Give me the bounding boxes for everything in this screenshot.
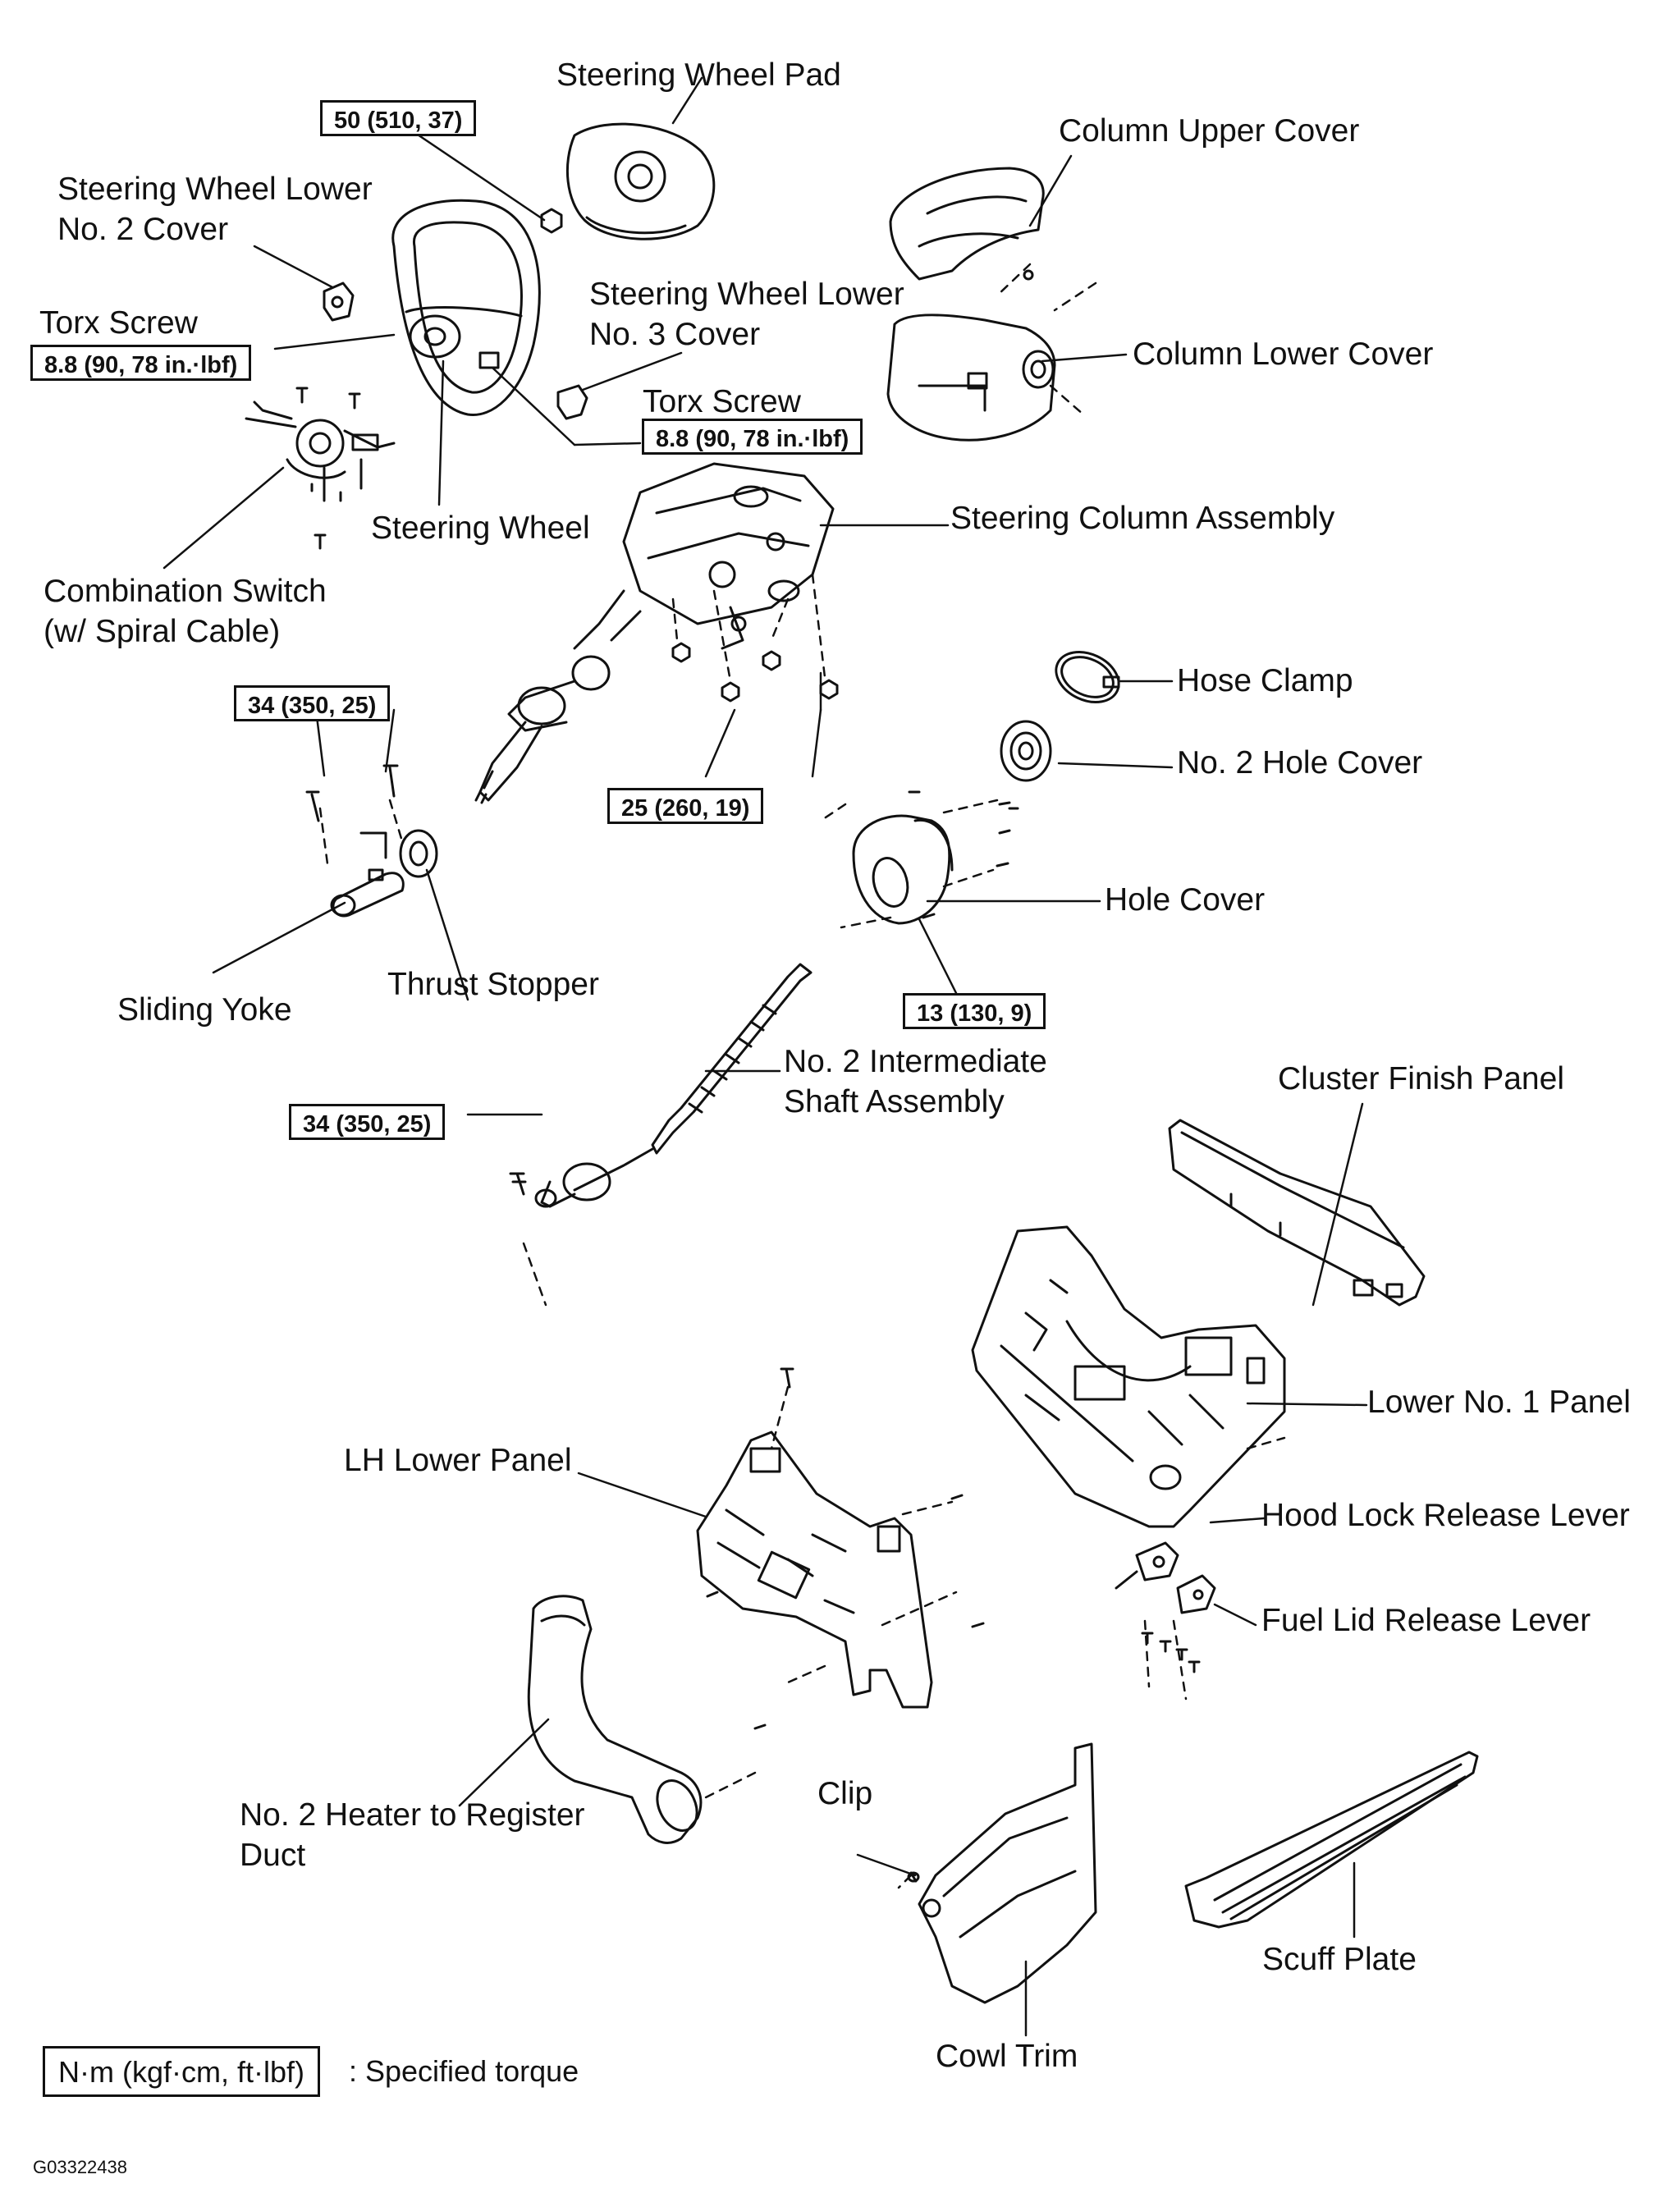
- label-clip: Clip: [817, 1776, 873, 1811]
- label-steering-wheel-lower-no2-cover-line2: No. 2 Cover: [57, 212, 229, 247]
- label-hole-cover: Hole Cover: [1105, 882, 1266, 918]
- hole-cover-bolts: [908, 790, 1011, 919]
- label-cowl-trim: Cowl Trim: [936, 2039, 1078, 2074]
- torque-intermediate-shaft-bolt: 34 (350, 25): [289, 1104, 446, 1140]
- lh-lower-panel-drawing: [696, 1431, 933, 1709]
- torque-hole-cover-bolts: 13 (130, 9): [903, 993, 1046, 1029]
- label-no2-hole-cover: No. 2 Hole Cover: [1177, 745, 1423, 780]
- torque-sliding-yoke-bolts: 34 (350, 25): [234, 685, 391, 721]
- lower-no3-cover-drawing: [556, 384, 588, 420]
- label-no2-heater-duct-line1: No. 2 Heater to Register: [240, 1797, 585, 1833]
- label-hose-clamp: Hose Clamp: [1177, 663, 1353, 698]
- leader-lines: [163, 76, 1368, 2037]
- no2-heater-duct-drawing: [527, 1595, 703, 1844]
- steering-wheel-drawing: [391, 199, 541, 417]
- legend-unit-box: N·m (kgf·cm, ft·lbf): [43, 2046, 320, 2097]
- torque-torx-screw-right: 8.8 (90, 78 in.·lbf): [642, 419, 863, 455]
- clip-drawing: [907, 1871, 920, 1883]
- scuff-plate-drawing: [1184, 1751, 1479, 1929]
- torque-torx-screw-left: 8.8 (90, 78 in.·lbf): [30, 345, 252, 381]
- label-scuff-plate: Scuff Plate: [1262, 1942, 1417, 1977]
- no2-hole-cover-drawing: [1000, 720, 1052, 782]
- label-fuel-lid-release-lever: Fuel Lid Release Lever: [1261, 1603, 1591, 1638]
- label-no2-intermediate-shaft-line1: No. 2 Intermediate: [784, 1044, 1047, 1079]
- label-steering-wheel-lower-no3-cover-line1: Steering Wheel Lower: [589, 277, 904, 312]
- label-steering-wheel-lower-no2-cover-line1: Steering Wheel Lower: [57, 172, 373, 207]
- lever-screws: [1141, 1632, 1201, 1673]
- steering-wheel-pad-drawing: [565, 122, 716, 240]
- torque-pad-nut: 50 (510, 37): [320, 100, 477, 136]
- pad-nut-drawing: [540, 208, 563, 234]
- column-nuts: [671, 642, 839, 703]
- cowl-trim-drawing: [918, 1742, 1097, 2004]
- no2-intermediate-shaft-drawing: [534, 963, 813, 1208]
- label-lower-no1-panel: Lower No. 1 Panel: [1367, 1385, 1631, 1420]
- steering-column-assembly-drawing: [573, 462, 835, 650]
- hose-clamp-drawing: [1055, 651, 1120, 703]
- label-hood-lock-release-lever: Hood Lock Release Lever: [1261, 1498, 1630, 1533]
- duct-screw: [753, 1723, 767, 1730]
- sliding-yoke-drawing: [330, 868, 405, 918]
- lower-no2-cover-drawing: [323, 282, 355, 322]
- hole-cover-drawing: [852, 807, 1019, 925]
- label-no2-intermediate-shaft-line2: Shaft Assembly: [784, 1084, 1005, 1119]
- lower-no1-panel-drawing: [971, 1225, 1286, 1528]
- label-torx-screw-left: Torx Screw: [39, 305, 198, 341]
- label-thrust-stopper: Thrust Stopper: [387, 967, 599, 1002]
- column-upper-cover-drawing: [889, 167, 1045, 281]
- label-column-upper-cover: Column Upper Cover: [1059, 113, 1360, 149]
- label-combination-switch-line2: (w/ Spiral Cable): [43, 614, 281, 649]
- label-cluster-finish-panel: Cluster Finish Panel: [1278, 1061, 1564, 1096]
- cluster-finish-panel-drawing: [1168, 1119, 1426, 1307]
- combination-switch-drawing: [245, 401, 396, 502]
- label-steering-wheel: Steering Wheel: [371, 510, 590, 546]
- label-column-lower-cover: Column Lower Cover: [1133, 336, 1434, 372]
- thrust-stopper-drawing: [359, 829, 438, 878]
- label-steering-wheel-lower-no3-cover-line2: No. 3 Cover: [589, 317, 761, 352]
- combination-switch-screws: [295, 387, 361, 550]
- label-no2-heater-duct-line2: Duct: [240, 1838, 306, 1873]
- label-lh-lower-panel: LH Lower Panel: [344, 1443, 572, 1478]
- column-lower-cover-drawing: [886, 314, 1056, 442]
- label-torx-screw-right: Torx Screw: [643, 384, 801, 419]
- label-sliding-yoke: Sliding Yoke: [117, 992, 292, 1028]
- intermediate-shaft-bolt: [509, 1172, 527, 1196]
- label-steering-wheel-pad: Steering Wheel Pad: [556, 57, 841, 93]
- lh-lower-panel-screws: [706, 1367, 985, 1628]
- legend-specified-torque: : Specified torque: [349, 2054, 579, 2088]
- figure-code: G03322438: [33, 2157, 127, 2177]
- torque-column-nuts: 25 (260, 19): [607, 788, 764, 824]
- label-combination-switch-line1: Combination Switch: [43, 574, 327, 609]
- intermediate-joint-and-shaft: [474, 655, 611, 804]
- fuel-lid-release-lever-drawing: [1176, 1574, 1216, 1614]
- label-steering-column-assembly: Steering Column Assembly: [950, 501, 1335, 536]
- hood-lock-release-lever-drawing: [1115, 1541, 1179, 1590]
- yoke-bolts: [305, 764, 399, 822]
